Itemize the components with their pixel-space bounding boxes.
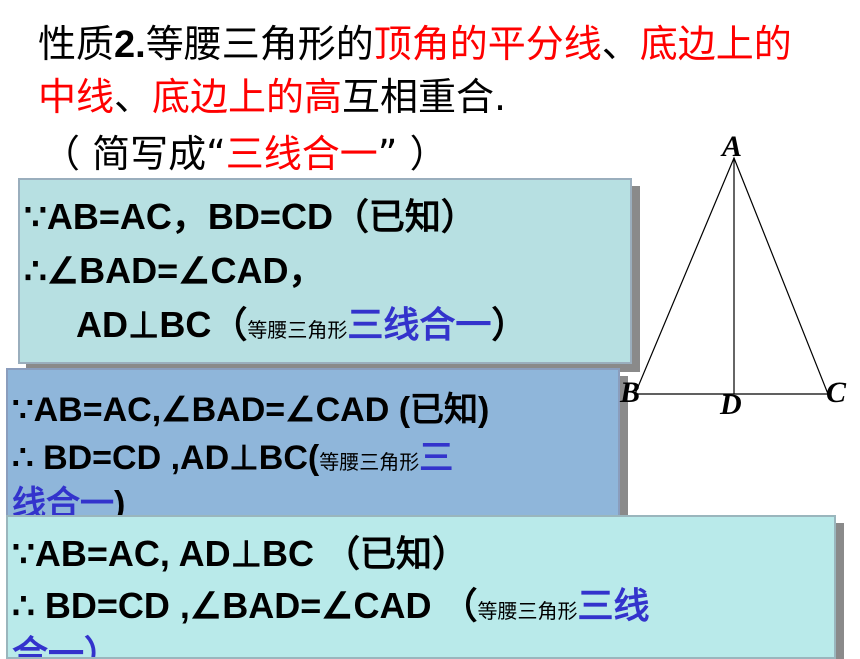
proof-3-line-2-a: ∴ BD=CD ,∠BAD=∠CAD （ — [12, 585, 478, 626]
vertex-label-c: C — [826, 376, 847, 409]
short-form: （ 简写成“三线合一” ） — [42, 128, 448, 180]
proof-1-line-3-c: 三线合一 — [347, 304, 492, 345]
proof-3-line-2: ∴ BD=CD ,∠BAD=∠CAD （等腰三角形三线 — [12, 577, 650, 629]
proof-1-line-2: ∴∠BAD=∠CAD， — [24, 250, 325, 291]
proof-box-3: ∵AB=AC, AD⊥BC （已知） ∴ BD=CD ,∠BAD=∠CAD （等… — [6, 515, 836, 659]
title-highlight: 底边上的中线 — [38, 22, 792, 119]
proof-1-line-1: ∵AB=AC，BD=CD（已知） — [24, 196, 477, 237]
title-sep: 、 — [114, 75, 153, 119]
point-label-d: D — [719, 388, 742, 421]
proof-3-line-2-b: 等腰三角形 — [477, 599, 578, 623]
proof-1-line-3-d: ） — [491, 304, 528, 345]
title-sep: 、 — [601, 22, 640, 66]
isosceles-triangle-diagram: A B C D — [619, 130, 847, 421]
proof-3-line-1: ∵AB=AC, AD⊥BC （已知） — [12, 533, 468, 574]
proof-1-line-3: AD⊥BC（等腰三角形三线合一） — [76, 296, 527, 348]
proof-2-line-2-b: 等腰三角形 — [319, 450, 420, 474]
proof-2-line-3: 线合一) — [12, 476, 126, 522]
title-highlight: 顶角的平分线 — [373, 22, 602, 66]
title-part: 性质 — [38, 22, 115, 66]
title-number: 2. — [114, 24, 146, 66]
vertex-label-b: B — [619, 376, 640, 409]
proof-3-line-3: 合一） — [12, 633, 121, 659]
proof-box-2: ∵AB=AC,∠BAD=∠CAD (已知) ∴ BD=CD ,AD⊥BC(等腰三… — [6, 368, 620, 522]
title-highlight: 底边上的高 — [152, 75, 343, 119]
title-part: 等腰三角形的 — [145, 22, 374, 66]
proof-2-line-3-b: ) — [114, 485, 126, 522]
proof-1-line-3-b: 等腰三角形 — [247, 318, 348, 342]
proof-2-line-1: ∵AB=AC,∠BAD=∠CAD (已知) — [12, 391, 490, 429]
proof-2-line-2-a: ∴ BD=CD ,AD⊥BC( — [12, 439, 320, 477]
vertex-label-a: A — [720, 130, 742, 163]
proof-2-line-2: ∴ BD=CD ,AD⊥BC(等腰三角形三 — [12, 430, 453, 479]
short-form-open: （ 简写成“ — [42, 132, 226, 176]
short-form-key: 三线合一 — [225, 132, 378, 176]
proof-2-line-2-c: 三 — [419, 439, 454, 477]
short-form-close: ” ） — [377, 132, 448, 176]
triangle-abc — [634, 156, 829, 395]
proof-3-line-2-c: 三线 — [577, 585, 650, 626]
proof-box-1: ∵AB=AC，BD=CD（已知） ∴∠BAD=∠CAD， AD⊥BC（等腰三角形… — [18, 178, 632, 364]
proof-2-line-3-a: 线合一 — [12, 485, 114, 522]
title-part: 互相重合. — [342, 75, 507, 119]
proof-1-line-3-a: AD⊥BC（ — [76, 304, 248, 345]
property-statement: 性质2.等腰三角形的顶角的平分线、底边上的中线、底边上的高互相重合. — [38, 18, 828, 123]
